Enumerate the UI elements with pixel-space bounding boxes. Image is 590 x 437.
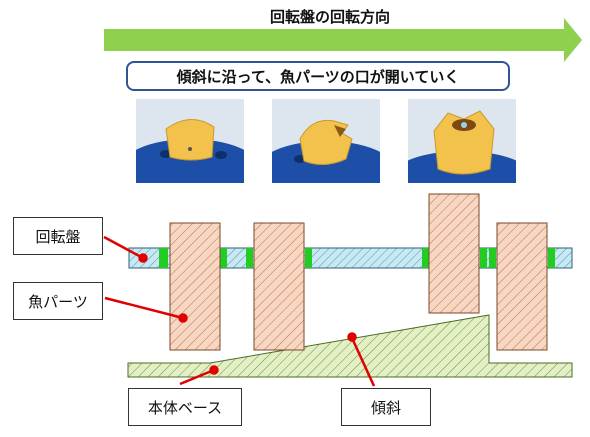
disk-joints: [159, 248, 555, 268]
fish-part-label: 魚パーツ: [28, 292, 88, 311]
photo-half-open-mouth: [272, 99, 380, 183]
fish-part-3: [428, 193, 480, 314]
body-base-callout: 本体ベース: [128, 388, 242, 426]
rotary-disk-label: 回転盤: [35, 227, 81, 246]
fish-part-4: [496, 222, 548, 351]
fish-part-2: [253, 222, 305, 351]
info-box-text: 傾斜に沿って、魚パーツの口が開いていく: [176, 67, 460, 86]
rotation-direction-arrow: [104, 18, 582, 62]
body-base-slope: [127, 314, 573, 378]
slope-callout: 傾斜: [341, 388, 431, 426]
rotary-disk-callout: 回転盤: [13, 217, 103, 255]
photo-closed-mouth: [136, 99, 244, 183]
slope-label: 傾斜: [370, 398, 401, 417]
leader-lines: [103, 235, 376, 387]
fish-part-callout: 魚パーツ: [13, 282, 103, 320]
info-box: 傾斜に沿って、魚パーツの口が開いていく: [126, 61, 510, 91]
fish-part-1: [169, 222, 221, 351]
rotation-direction-label: 回転盤の回転方向: [270, 8, 391, 26]
body-base-label: 本体ベース: [147, 398, 223, 417]
photo-open-mouth: [408, 99, 516, 183]
